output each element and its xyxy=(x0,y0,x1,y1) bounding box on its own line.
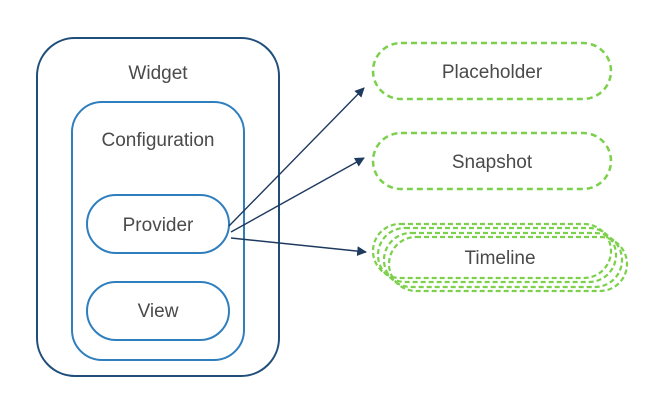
configuration-label: Configuration xyxy=(101,130,214,151)
placeholder-label: Placeholder xyxy=(442,62,543,83)
timeline-box-back-2 xyxy=(382,231,624,289)
timeline-box xyxy=(371,222,613,280)
widget-label: Widget xyxy=(128,63,188,84)
arrow-provider-to-snapshot xyxy=(230,157,365,233)
timeline-stack xyxy=(371,222,629,293)
view-label: View xyxy=(138,301,179,322)
timeline-box-back-3 xyxy=(387,235,629,293)
timeline-box-back-1 xyxy=(376,226,618,284)
provider-box xyxy=(86,194,230,254)
configuration-box xyxy=(71,101,245,361)
snapshot-box xyxy=(371,131,613,191)
arrow-provider-to-timeline xyxy=(230,237,367,256)
widget-box xyxy=(36,37,280,377)
placeholder-box xyxy=(371,41,613,101)
provider-label: Provider xyxy=(123,215,194,236)
timeline-label: Timeline xyxy=(464,248,535,269)
snapshot-label: Snapshot xyxy=(452,152,533,173)
arrow-provider-to-placeholder xyxy=(228,87,365,227)
view-box xyxy=(86,281,230,341)
